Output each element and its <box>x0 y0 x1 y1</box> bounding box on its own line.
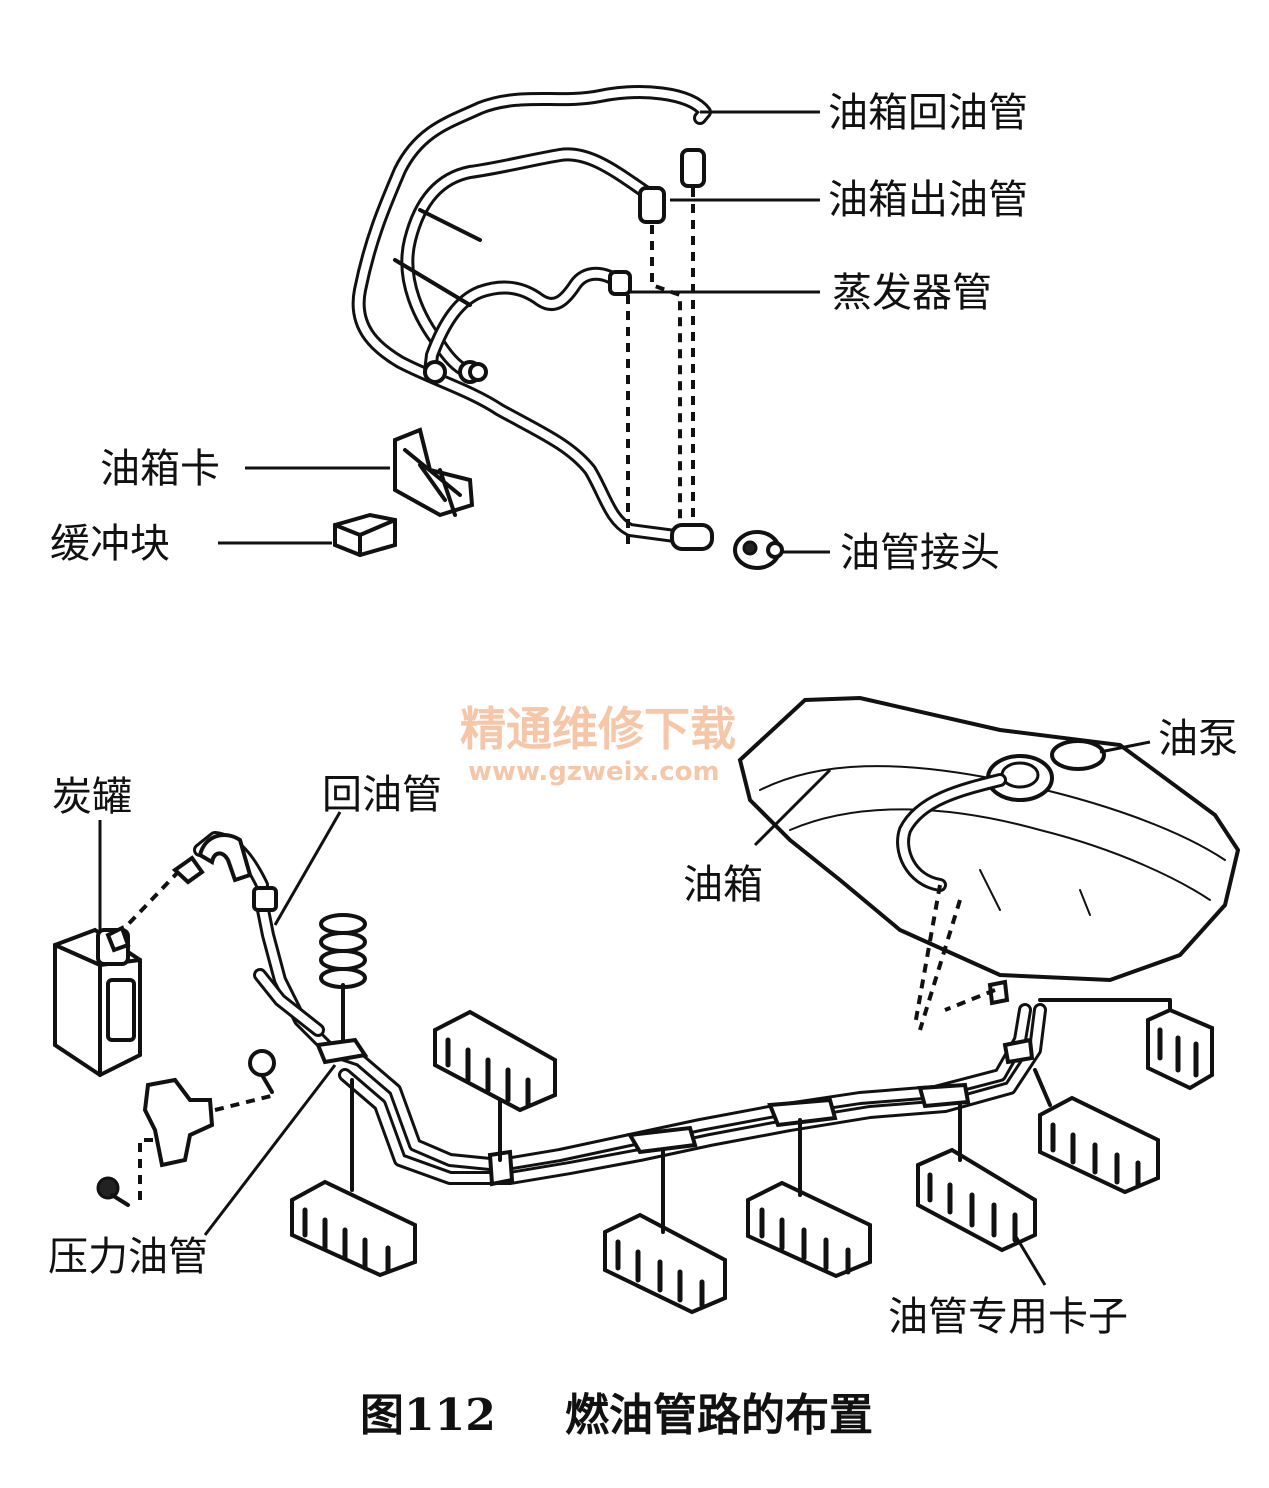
clip-group-4 <box>746 1118 872 1279</box>
clip-group-1 <box>433 1009 557 1162</box>
line-clip-brackets <box>315 979 1035 1187</box>
label-fuel-tank: 油箱 <box>683 862 763 908</box>
watermark-url: www.gzweix.com <box>468 757 720 787</box>
top-pipe-assembly <box>351 85 714 551</box>
label-tank-outlet-pipe: 油箱出油管 <box>828 177 1028 223</box>
clip-group-7 <box>1146 1007 1214 1091</box>
buffer-block-part <box>333 512 397 558</box>
label-pipe-joint: 油管接头 <box>840 530 1000 576</box>
label-evaporator-pipe: 蒸发器管 <box>832 270 992 316</box>
left-small-fittings <box>96 833 276 1207</box>
clip-stack-upper <box>319 913 367 1042</box>
label-pressure-line: 压力油管 <box>48 1234 208 1280</box>
label-canister: 炭罐 <box>52 774 132 820</box>
canister-part <box>53 925 142 1078</box>
label-pipe-clips: 油管专用卡子 <box>888 1294 1128 1340</box>
label-buffer-block: 缓冲块 <box>50 521 170 567</box>
pipe-joint-part <box>733 530 784 570</box>
clip-group-6 <box>1033 1068 1160 1195</box>
label-tank-clip: 油箱卡 <box>100 446 220 492</box>
label-fuel-pump: 油泵 <box>1158 716 1238 762</box>
clip-group-3 <box>603 1148 727 1315</box>
tank-clip-part <box>393 427 475 518</box>
figure-number: 图112 <box>360 1390 496 1441</box>
bottom-dashed-guides <box>116 868 996 1200</box>
watermark-text: 精通维修下载 <box>460 702 736 756</box>
fuel-tank-part <box>737 695 1241 983</box>
label-return-line: 回油管 <box>322 772 442 818</box>
figure-title: 燃油管路的布置 <box>565 1390 873 1441</box>
label-tank-return-pipe: 油箱回油管 <box>828 90 1028 136</box>
clip-group-5 <box>916 1103 1037 1253</box>
clip-group-2 <box>290 1078 417 1278</box>
